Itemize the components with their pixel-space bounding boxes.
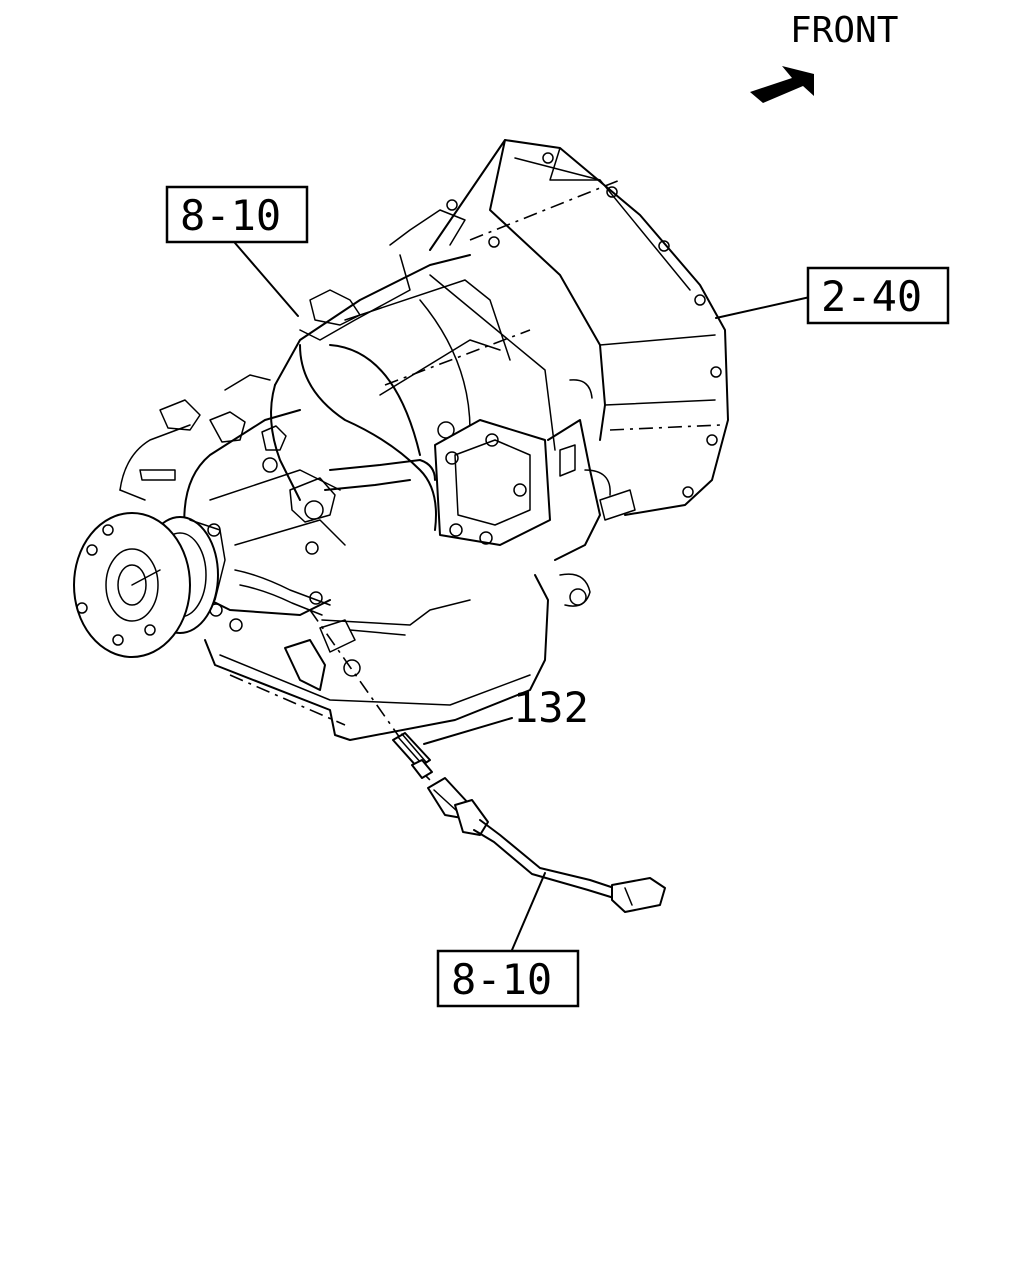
callout-ref-top-left-text: 8-10 xyxy=(180,191,281,240)
front-arrow-icon xyxy=(750,66,814,103)
sensor-harness xyxy=(427,777,666,913)
callout-ref-right-text: 2-40 xyxy=(821,272,922,321)
callout-ref-bottom-text: 8-10 xyxy=(451,955,552,1004)
callout-part-number[interactable]: 132 xyxy=(513,683,589,732)
front-label: FRONT xyxy=(790,10,898,51)
leader-lines xyxy=(234,242,811,951)
transmission-assembly xyxy=(73,139,729,741)
callout-ref-right[interactable]: 2-40 xyxy=(806,266,950,325)
speed-sensor-part xyxy=(392,732,433,779)
callout-ref-top-left[interactable]: 8-10 xyxy=(165,185,309,244)
part-number-132: 132 xyxy=(513,683,589,732)
callout-ref-bottom[interactable]: 8-10 xyxy=(436,949,580,1008)
